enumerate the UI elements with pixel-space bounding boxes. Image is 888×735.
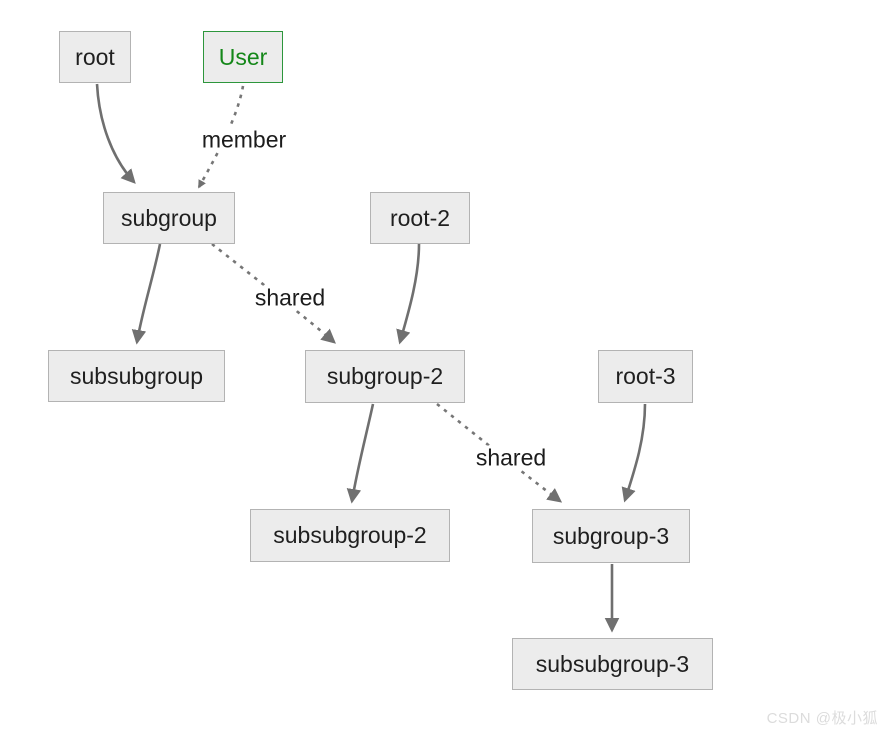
watermark-text: CSDN @极小狐 bbox=[766, 710, 878, 727]
edge-root-to-subgroup bbox=[95, 83, 136, 184]
edge-root-2-to-subgroup-2 bbox=[396, 243, 421, 345]
edge-subgroup-2-to-subsubgroup-2 bbox=[346, 403, 375, 504]
edge-label-member: member bbox=[197, 127, 291, 153]
node-subgroup-2: subgroup-2 bbox=[305, 350, 465, 403]
edge-root-3-to-subgroup-3 bbox=[621, 403, 647, 503]
edge-subgroup-to-subsubgroup bbox=[131, 243, 162, 345]
edge-label-shared-2: shared bbox=[471, 445, 551, 471]
edge-label-shared-1: shared bbox=[250, 285, 330, 311]
node-root-2: root-2 bbox=[370, 192, 470, 244]
node-root: root bbox=[59, 31, 131, 83]
node-user: User bbox=[203, 31, 283, 83]
node-root-3: root-3 bbox=[598, 350, 693, 403]
node-subgroup-3: subgroup-3 bbox=[532, 509, 690, 563]
node-subsubgroup-2: subsubgroup-2 bbox=[250, 509, 450, 562]
node-subsubgroup: subsubgroup bbox=[48, 350, 225, 402]
node-subsubgroup-3: subsubgroup-3 bbox=[512, 638, 713, 690]
node-subgroup: subgroup bbox=[103, 192, 235, 244]
